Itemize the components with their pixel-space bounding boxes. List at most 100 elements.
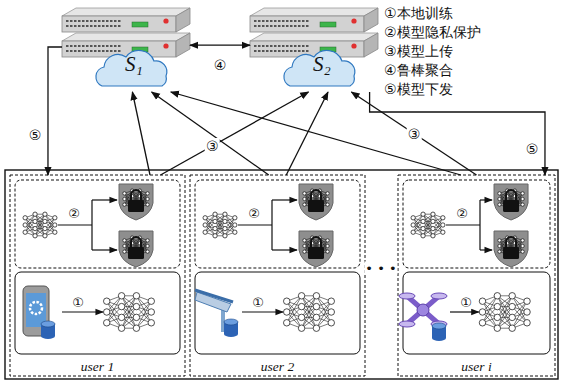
server-name: S₂ (313, 54, 331, 75)
server-slot (90, 20, 93, 22)
camera-hood (195, 290, 233, 302)
net-neuron (431, 234, 435, 238)
server-slot (94, 45, 97, 47)
net-neuron (213, 226, 217, 230)
net-neuron (479, 320, 485, 326)
net-link (35, 214, 45, 236)
ellipsis: • • • (364, 262, 397, 275)
server-slot (306, 25, 309, 27)
net-neuron (303, 197, 306, 200)
server-slot (258, 20, 261, 22)
drone-arms (407, 296, 439, 324)
server-slot (286, 45, 289, 47)
arrow-line (92, 249, 117, 250)
net-neuron (328, 298, 334, 304)
net-neuron (411, 216, 415, 220)
server-slot (262, 50, 265, 52)
train-panel (195, 272, 360, 354)
net-neuron (223, 226, 227, 230)
user-name: user 2 (190, 360, 365, 375)
server-slot (98, 50, 101, 52)
user-illustration (398, 175, 555, 376)
net-neuron (509, 293, 515, 299)
edge-label: ⑤ (28, 127, 43, 143)
server-slot (298, 25, 301, 27)
db-bottom (41, 333, 55, 339)
net-neuron (123, 244, 126, 247)
server-slot (298, 45, 301, 47)
server-slot (74, 20, 77, 22)
protect-panel (195, 180, 360, 268)
net-neuron (521, 197, 524, 200)
net-neuron (298, 303, 304, 309)
server-slot (286, 25, 289, 27)
net-neuron (148, 309, 154, 315)
db-bottom (432, 335, 446, 341)
net-neuron (148, 320, 154, 326)
server-slot (118, 45, 121, 47)
server-slot (94, 50, 97, 52)
net-neuron (146, 250, 149, 253)
server-slot (278, 45, 281, 47)
net-neuron (498, 239, 501, 242)
server-slot (302, 20, 305, 22)
user-illustration (10, 175, 185, 376)
net-link (423, 214, 433, 236)
net-neuron (233, 216, 237, 220)
net-neuron (498, 197, 501, 200)
net-neuron (118, 303, 124, 309)
server-slot (262, 20, 265, 22)
server-slot (66, 20, 69, 22)
drone-body (417, 304, 429, 316)
lock-body (308, 200, 324, 212)
server-slot (86, 25, 89, 27)
net-neuron (203, 223, 207, 227)
net-neuron (524, 309, 530, 315)
db-top (41, 321, 55, 327)
users-frame (5, 170, 558, 379)
server-slot (90, 50, 93, 52)
server-slot (290, 45, 293, 47)
user-box: user i (398, 175, 555, 378)
server-slot (110, 45, 113, 47)
net-neuron (431, 212, 435, 216)
net-neuron (524, 320, 530, 326)
net-link (497, 296, 512, 328)
legend: ①本地训练②模型隐私保护③模型上传④鲁棒聚合⑤模型下发 (384, 4, 481, 99)
net-neuron (479, 298, 485, 304)
arrow-line (272, 249, 297, 250)
net-neuron (118, 325, 124, 331)
server-slot (298, 50, 301, 52)
net-neuron (298, 325, 304, 331)
server-slot (98, 25, 101, 27)
net-link (215, 214, 225, 236)
server-slot (94, 20, 97, 22)
net-neuron (213, 219, 217, 223)
net-neuron (494, 314, 500, 320)
server-led-red (351, 43, 356, 48)
net-link (215, 214, 225, 236)
server-slot (282, 20, 285, 22)
server-slot (254, 45, 257, 47)
net-neuron (509, 325, 515, 331)
net-neuron (498, 250, 501, 253)
net-link (35, 214, 45, 236)
server-slot (302, 45, 305, 47)
net-neuron (509, 303, 515, 309)
net-neuron (103, 309, 109, 315)
net-neuron (421, 212, 425, 216)
lock-body (308, 247, 324, 259)
split-line (446, 200, 480, 250)
lock-shackle (506, 237, 516, 247)
net-neuron (213, 212, 217, 216)
split-line (238, 200, 272, 250)
net-neuron (103, 298, 109, 304)
server-slot (82, 45, 85, 47)
net-neuron (303, 239, 306, 242)
server-slot (106, 25, 109, 27)
server-led-green (132, 22, 148, 27)
server-slot (290, 50, 293, 52)
server-slot (110, 50, 113, 52)
server-slot (106, 45, 109, 47)
